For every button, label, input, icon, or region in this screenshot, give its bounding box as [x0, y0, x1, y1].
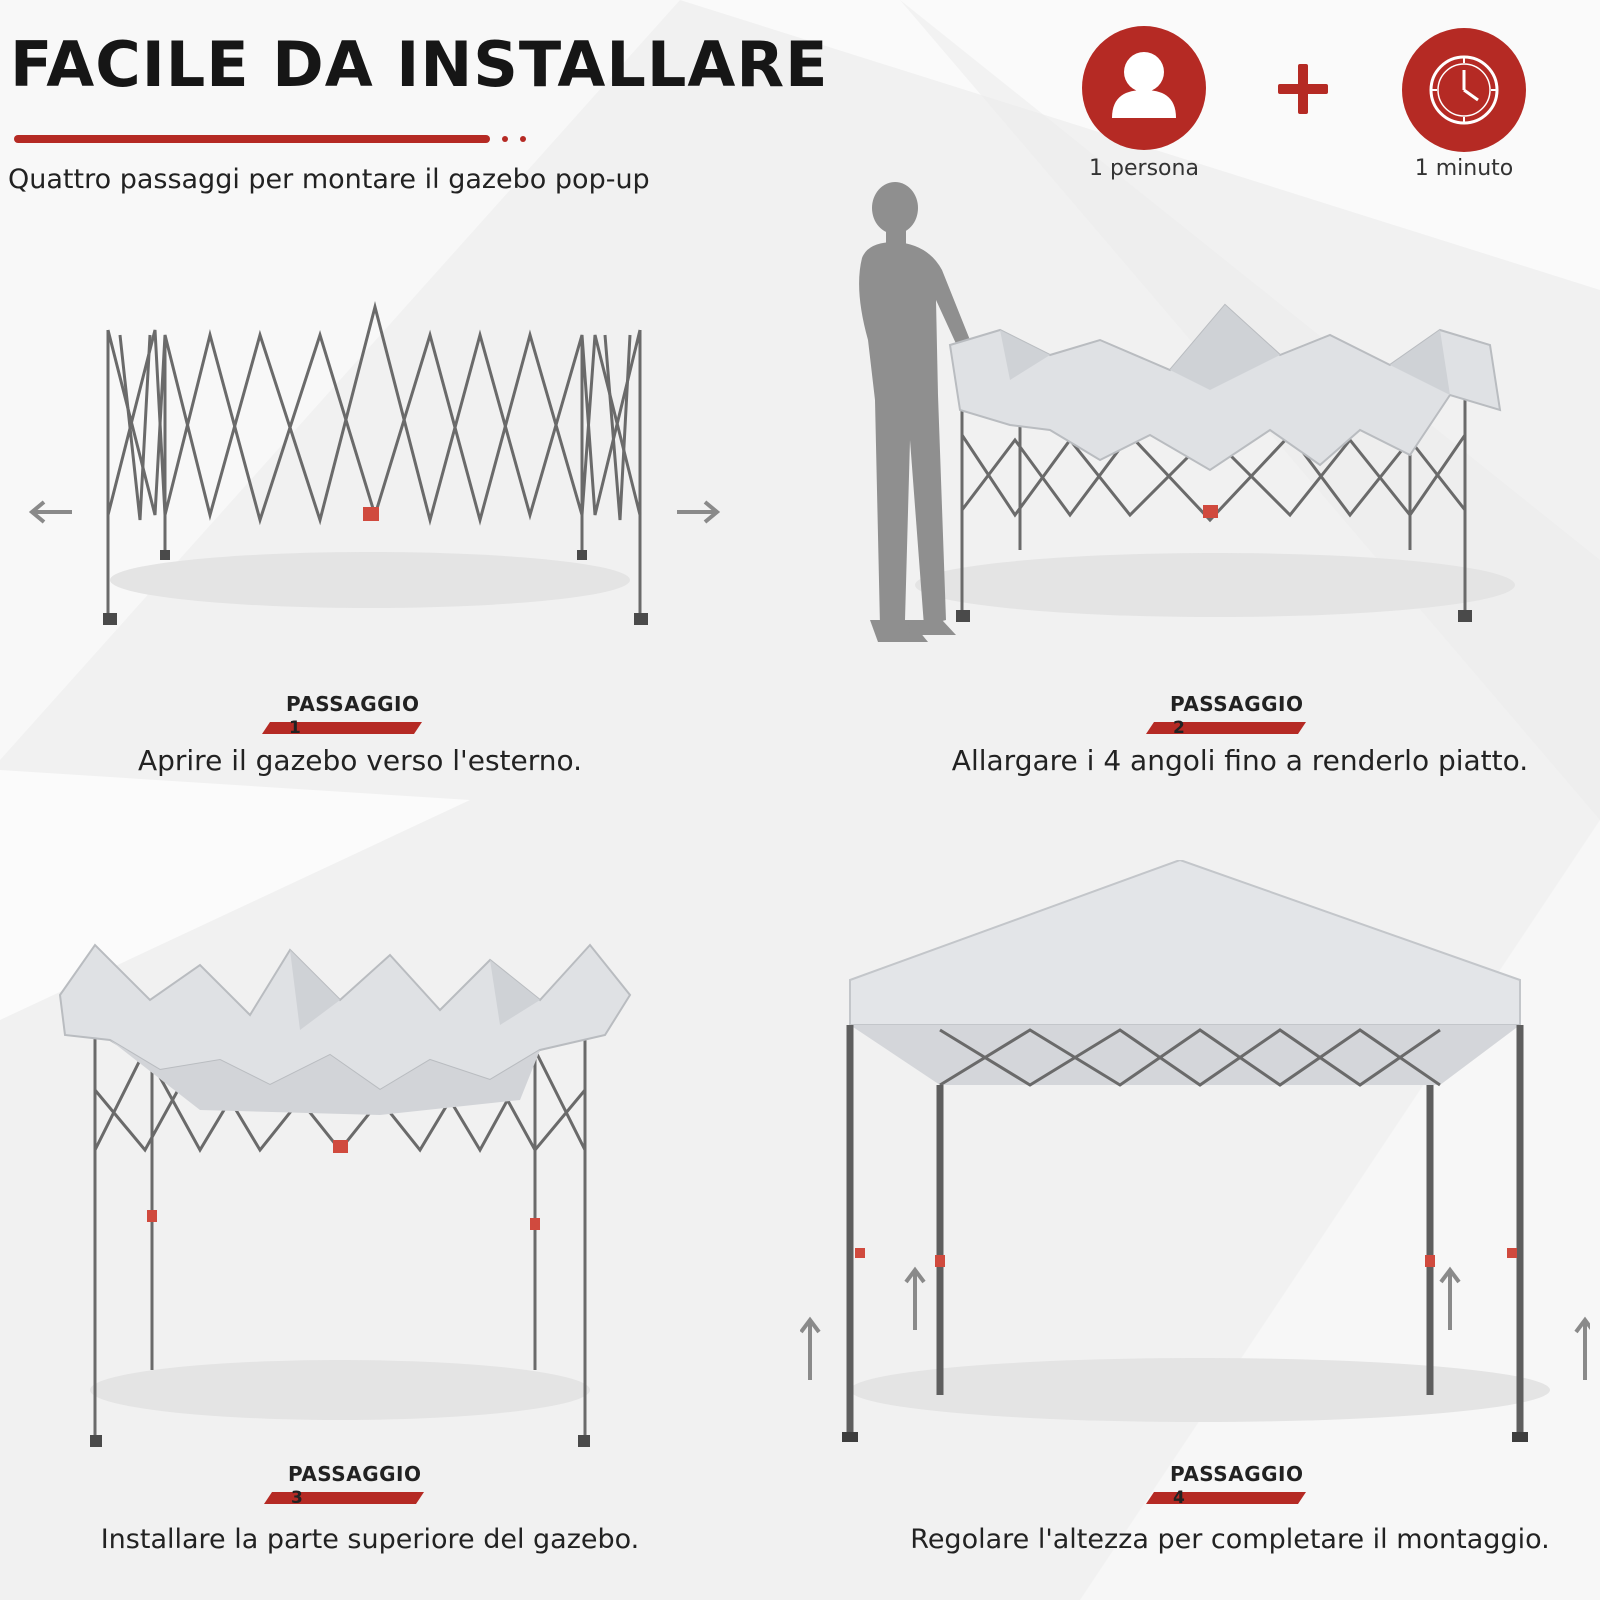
step-2-caption: Allargare i 4 angoli fino a renderlo pia…: [951, 744, 1529, 777]
step-4-caption: Regolare l'altezza per completare il mon…: [910, 1524, 1550, 1555]
page-subtitle: Quattro passaggi per montare il gazebo p…: [8, 164, 650, 195]
step-label: PASSAGGIO: [1170, 1462, 1304, 1486]
title-underline: [14, 135, 490, 143]
person-silhouette: [859, 182, 970, 642]
step-ribbon: [1146, 1492, 1306, 1504]
collapsed-frame-illustration: [28, 301, 721, 625]
step-1-caption: Aprire il gazebo verso l'esterno.: [137, 744, 583, 777]
step-label: PASSAGGIO: [286, 692, 420, 716]
step-4-tag: PASSAGGIO 4: [1146, 1462, 1316, 1508]
step-number: 4: [1173, 1488, 1185, 1508]
step-number: 3: [291, 1488, 303, 1508]
up-arrow-icon: [1439, 1266, 1461, 1330]
up-arrow-icon: [904, 1266, 926, 1330]
step-label: PASSAGGIO: [288, 1462, 422, 1486]
title-underline-dot: [502, 136, 508, 142]
step-ribbon: [1146, 722, 1306, 734]
step-3-tag: PASSAGGIO 3: [264, 1462, 434, 1508]
person-icon: [1112, 52, 1176, 118]
up-arrow-icon: [800, 1316, 821, 1380]
frame-with-canopy-and-person-illustration: [859, 182, 1515, 642]
finished-gazebo-illustration: [800, 860, 1590, 1442]
person-badge-label: 1 persona: [1089, 156, 1199, 181]
up-arrow-icon: [1574, 1316, 1590, 1380]
step-ribbon: [264, 1492, 424, 1504]
time-badge: [1402, 28, 1526, 152]
step-number: 2: [1173, 718, 1185, 738]
step-3-caption: Installare la parte superiore del gazebo…: [100, 1524, 640, 1555]
left-arrow-icon: [28, 500, 72, 524]
step-ribbon: [262, 722, 422, 734]
person-badge: [1082, 26, 1206, 150]
step-number: 1: [289, 718, 301, 738]
step-label: PASSAGGIO: [1170, 692, 1304, 716]
raised-canopy-illustration: [58, 943, 632, 1447]
clock-icon: [1429, 55, 1499, 125]
plus-icon: [1278, 64, 1328, 114]
step-2-tag: PASSAGGIO 2: [1146, 692, 1316, 738]
right-arrow-icon: [677, 500, 721, 524]
title-underline-dot: [520, 136, 526, 142]
step-1-tag: PASSAGGIO 1: [262, 692, 432, 738]
time-badge-label: 1 minuto: [1414, 156, 1514, 181]
page-title: FACILE DA INSTALLARE: [10, 28, 829, 101]
